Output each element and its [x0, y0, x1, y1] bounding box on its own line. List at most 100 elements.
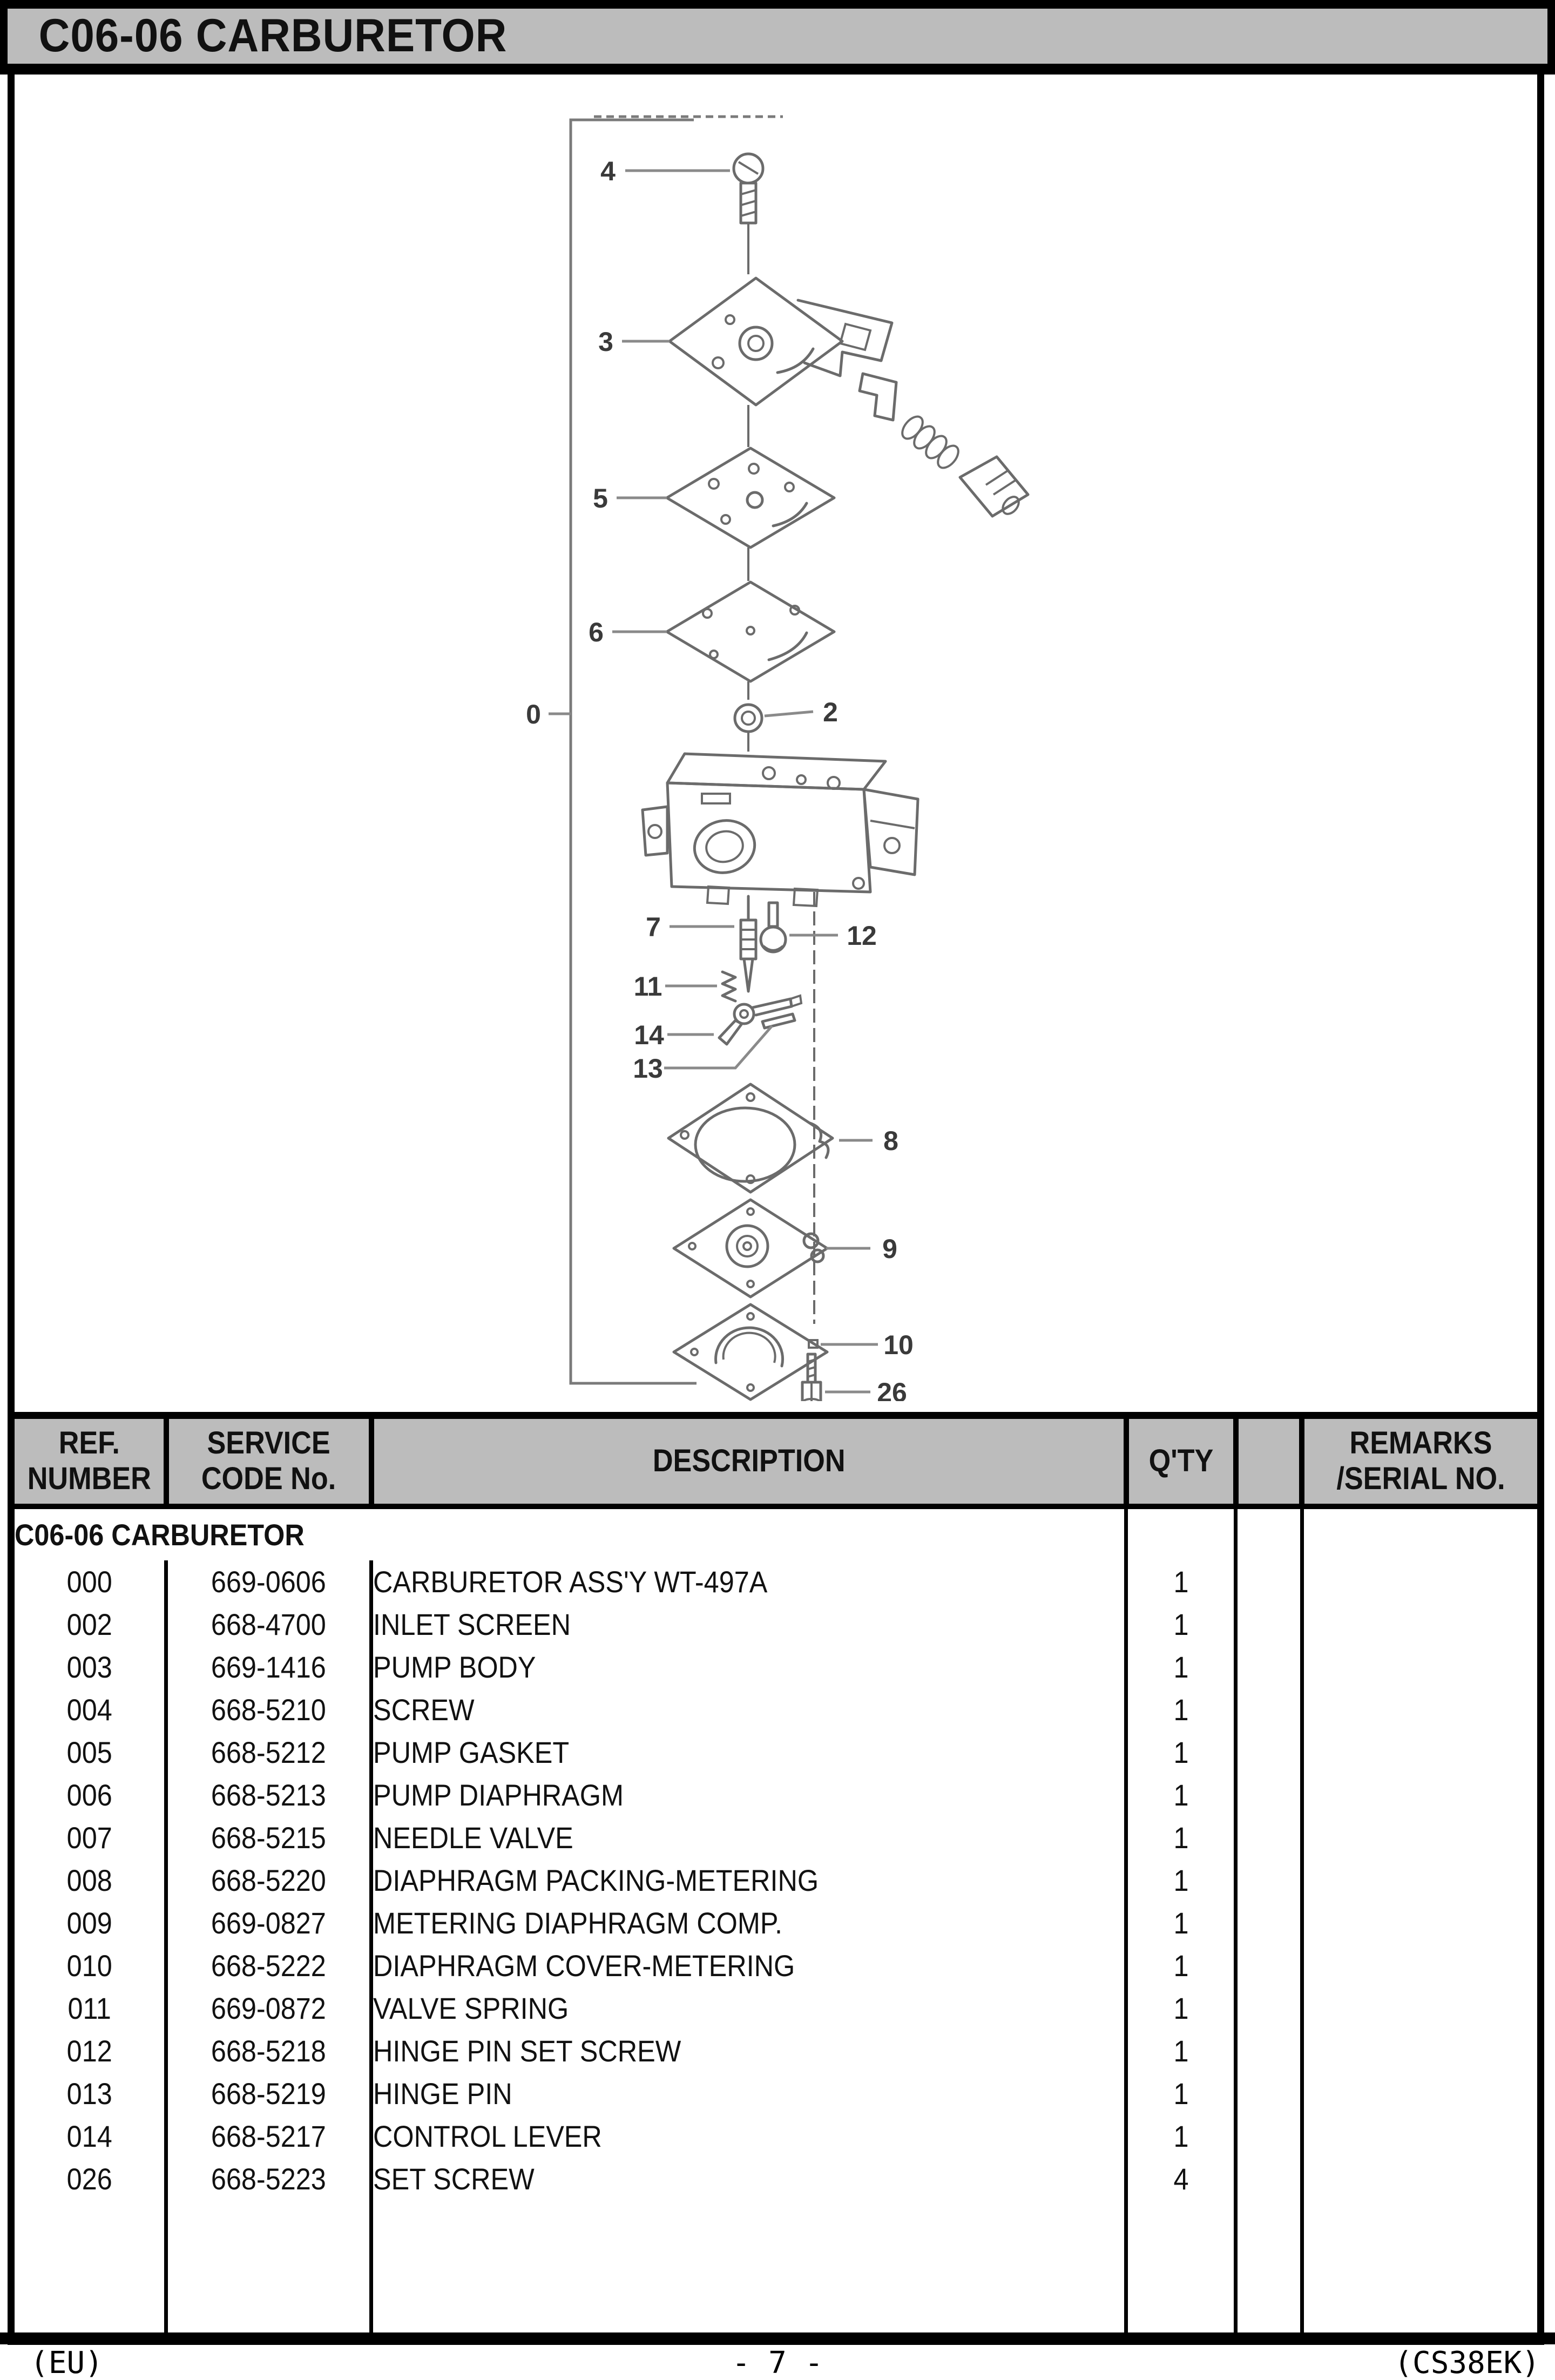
diaphragm-hole	[789, 605, 800, 616]
cell-desc: PUMP BODY	[369, 1645, 1128, 1688]
spring-coil	[901, 415, 959, 469]
part-metering-diaphragm	[672, 1198, 829, 1299]
cell-code: 668-5215	[164, 1816, 374, 1859]
part-valve-spring	[721, 970, 737, 1003]
cell-spare	[1234, 1603, 1304, 1646]
part-diaphragm-packing	[667, 1083, 834, 1194]
cell-qty: 1	[1124, 1688, 1238, 1731]
clamp-piece	[858, 372, 898, 422]
callout-8: 8	[883, 1126, 898, 1156]
gasket-hole	[748, 463, 760, 475]
pump-body-boss-inner	[747, 335, 765, 352]
cell-spare	[1234, 1986, 1304, 2030]
filler-cell	[9, 2200, 168, 2342]
cell-remarks	[1300, 1944, 1543, 1987]
callout-26: 26	[877, 1377, 907, 1401]
cell-code: 668-5220	[164, 1858, 374, 1902]
header-remarks: REMARKS/SERIAL NO.	[1299, 1412, 1544, 1509]
part-hinge-pin-set-screw	[759, 901, 787, 954]
cell-code: 668-5213	[164, 1773, 374, 1816]
part-diaphragm-cover	[672, 1303, 829, 1401]
cell-desc: DIAPHRAGM PACKING-METERING	[369, 1858, 1128, 1902]
cell-code: 668-5222	[164, 1944, 374, 1987]
cell-ref: 008	[9, 1858, 168, 1902]
cell-remarks	[1300, 2157, 1543, 2200]
header-spare	[1233, 1412, 1305, 1509]
cell-remarks	[1300, 1603, 1543, 1646]
cell-remarks	[1300, 1816, 1543, 1859]
cell-code: 668-4700	[164, 1603, 374, 1646]
cell-ref: 006	[9, 1773, 168, 1816]
cell-ref: 005	[9, 1730, 168, 1774]
footer-model-code: (CS38EK)	[1394, 2345, 1540, 2380]
carburetor-body	[641, 752, 920, 908]
filler-cell	[1234, 2200, 1304, 2342]
diaphragm-flap	[767, 631, 808, 661]
part-pump-gasket	[665, 447, 836, 549]
cell-qty: 1	[1124, 2114, 1238, 2158]
assembly-bracket	[569, 118, 697, 1385]
cell-qty: 1	[1124, 1560, 1238, 1603]
cell-spare	[1234, 1773, 1304, 1816]
header-qty: Q'TY	[1123, 1412, 1239, 1509]
cell-spare	[1234, 1816, 1304, 1859]
callout-10: 10	[883, 1330, 914, 1360]
section-title: C06-06 CARBURETOR	[9, 1506, 1128, 1560]
part-hinge-pin	[761, 1012, 796, 1030]
cell-ref: 000	[9, 1560, 168, 1603]
callout-4: 4	[600, 156, 616, 186]
filler-cell	[369, 2200, 1128, 2342]
filler-cell	[1300, 2200, 1543, 2342]
callout-11: 11	[634, 971, 662, 1002]
callout-6: 6	[589, 617, 604, 647]
cell-ref: 012	[9, 2029, 168, 2072]
part-pump-diaphragm	[665, 580, 836, 683]
cell-desc: SCREW	[369, 1688, 1128, 1731]
callout-2: 2	[823, 697, 838, 727]
cell-spare	[1234, 2114, 1304, 2158]
title-divider	[0, 64, 1555, 75]
flange-slot	[839, 322, 872, 351]
cell-ref: 009	[9, 1901, 168, 1944]
section-qty-cell	[1124, 1506, 1238, 1560]
cell-desc: CONTROL LEVER	[369, 2114, 1128, 2158]
exploded-parts-diagram: 0 4 3	[526, 115, 1030, 1401]
cover-nub	[808, 1339, 819, 1349]
part-needle-valve	[739, 895, 758, 993]
screw-thread	[740, 211, 756, 217]
page-title: C06-06 CARBURETOR	[38, 10, 508, 62]
filler-cell	[1124, 2200, 1238, 2342]
cell-code: 668-5219	[164, 2072, 374, 2115]
cell-code: 668-5218	[164, 2029, 374, 2072]
gasket-hole	[720, 514, 731, 525]
gasket-hole	[708, 478, 720, 490]
callout-0: 0	[526, 699, 541, 729]
cell-desc: INLET SCREEN	[369, 1603, 1128, 1646]
filler-cell	[164, 2200, 374, 2342]
cell-code: 669-0872	[164, 1986, 374, 2030]
cell-qty: 1	[1124, 1901, 1238, 1944]
cell-code: 668-5210	[164, 1688, 374, 1731]
cell-desc: CARBURETOR ASS'Y WT-497A	[369, 1560, 1128, 1603]
top-border-bar	[0, 0, 1555, 9]
cell-desc: METERING DIAPHRAGM COMP.	[369, 1901, 1128, 1944]
cell-code: 669-0827	[164, 1901, 374, 1944]
gasket-center-hole	[746, 491, 764, 509]
header-ref-number: REF.NUMBER	[8, 1412, 169, 1509]
gasket-hole	[784, 482, 795, 492]
cell-spare	[1234, 1560, 1304, 1603]
cell-remarks	[1300, 1688, 1543, 1731]
cell-remarks	[1300, 2072, 1543, 2115]
page-border-right	[1537, 75, 1544, 1412]
cell-qty: 1	[1124, 1773, 1238, 1816]
cell-desc: PUMP GASKET	[369, 1730, 1128, 1774]
cell-spare	[1234, 1944, 1304, 1987]
table-filler-row	[9, 2200, 1543, 2342]
page-border-left	[8, 75, 15, 1412]
